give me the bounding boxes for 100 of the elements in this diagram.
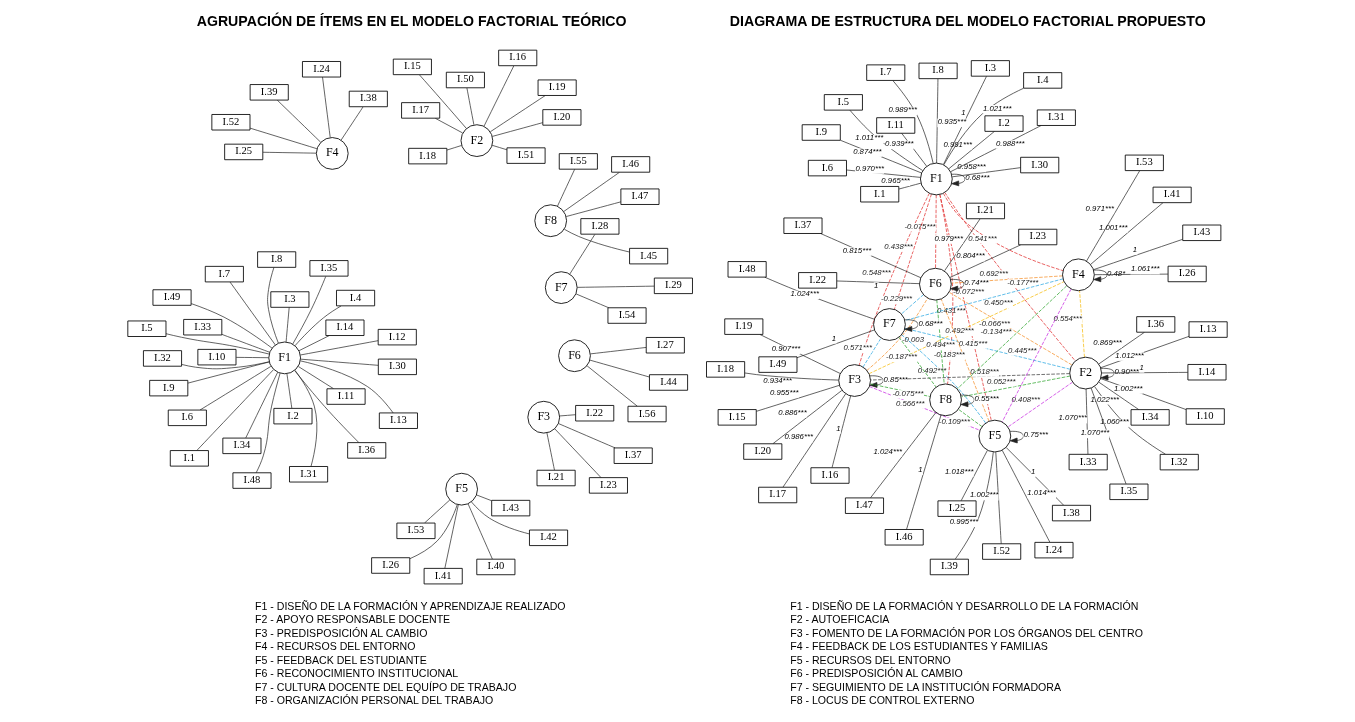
connector [870,373,1070,381]
edge-label: 0.445*** [1008,345,1037,355]
connector [894,193,932,310]
node-box: I.37 [613,447,653,464]
connector [869,386,981,431]
arrow [1009,430,1024,444]
connector [300,360,394,414]
node-box: I.45 [629,247,669,265]
connector [756,385,840,412]
node-box: I.53 [1124,154,1164,172]
edge-label: 0.75*** [1023,430,1048,440]
arrow [950,279,965,292]
node-box: I.19 [724,318,764,335]
node-box: I.7 [204,265,244,283]
edge-label: 1 [918,464,923,474]
connector [565,201,622,217]
node-box: I.6 [807,159,847,177]
connector [294,369,318,467]
edge-label: 0.988*** [996,138,1025,148]
node-circle: F2 [1069,356,1102,390]
node-circle: F1 [268,341,301,375]
node-box: I.1 [169,450,209,467]
connector [1094,273,1169,276]
edge-label: 0.450*** [984,298,1013,308]
node-box: I.46 [611,156,651,173]
edge-label: 0.052*** [986,376,1016,386]
connector [297,366,334,389]
node-box: I.51 [506,147,546,164]
node-box: I.25 [937,500,977,517]
node-box: I.38 [1052,504,1091,522]
connector [958,409,983,427]
edge-label: 1.022*** [1090,394,1119,404]
node-box: I.54 [607,307,647,324]
label: F4 - FEEDBACK DE LOS ESTUDIANTES Y FAMILIAS [790,640,1048,653]
node-box: I.23 [588,477,628,494]
connector [276,99,322,143]
connector [898,182,922,190]
connector [255,372,281,474]
connector [589,347,647,355]
arrow [904,319,919,332]
edge-label: 0.970*** [855,163,884,173]
edge-label: 0.958*** [957,162,986,172]
node-circle: F7 [544,271,578,304]
connector [419,74,467,129]
node-box: I.34 [222,437,262,455]
node-box: I.33 [183,319,223,336]
connector [466,87,475,126]
edge-label: 1 [1031,467,1036,477]
node-circle: F4 [1062,258,1095,292]
edge-label: -0.109*** [938,416,970,426]
node-box: I.55 [558,153,598,170]
connector [298,335,330,352]
connector [190,303,273,349]
node-box: I.15 [392,58,432,76]
node-box: I.44 [649,374,689,391]
connector [262,151,317,154]
connector [744,372,839,381]
edge-label: 0.438*** [884,241,913,251]
label: F6 - PREDISPOSICIÓN AL CAMBIO [790,667,963,680]
connector [181,361,270,370]
connector [245,371,279,439]
node-circle: F6 [919,267,952,301]
edge-label: 0.74*** [964,278,989,288]
edge-label: -0.075*** [892,388,924,398]
node-box: I.43 [491,499,531,517]
edge-label: 0.571*** [843,342,872,352]
node-box: I.48 [232,472,272,489]
label: F4 - RECURSOS DEL ENTORNO [255,640,416,653]
node-box: I.36 [1136,316,1176,333]
connector [1005,447,1064,506]
connector [1001,288,1072,423]
node-box: I.39 [249,84,289,101]
node-box: I.4 [336,289,376,307]
node-box: I.53 [396,522,436,540]
edge-label: 0.518*** [970,366,999,376]
node-circle: F3 [527,400,561,434]
node-box: I.17 [401,102,441,119]
connector [569,234,596,275]
node-box: I.27 [645,337,685,354]
label: F3 - FOMENTO DE LA FORMACIÓN POR LOS ÓRGANOS DEL CENTRO [790,626,1143,639]
node-box: I.52 [211,114,251,131]
node-box: I.21 [965,202,1005,220]
node-box: I.25 [224,143,264,161]
connector [299,340,379,356]
node-box: I.34 [1130,409,1170,426]
edge-label: 1.060*** [1100,417,1129,427]
node-box: I.46 [884,529,924,546]
edge-label: 0.965*** [881,176,910,186]
edge-label: 0.939*** [885,139,914,149]
connector [267,267,279,344]
connector [196,369,274,451]
node-box: I.37 [783,217,823,234]
edge-label: 0.934*** [763,376,792,386]
connector [563,228,630,253]
node-box: I.10 [197,348,237,366]
connector [221,334,270,353]
connector [935,194,937,269]
connector [434,117,464,134]
label: F8 - ORGANIZACIÓN PERSONAL DEL TRABAJO [255,694,494,707]
node-box: I.29 [653,277,693,295]
